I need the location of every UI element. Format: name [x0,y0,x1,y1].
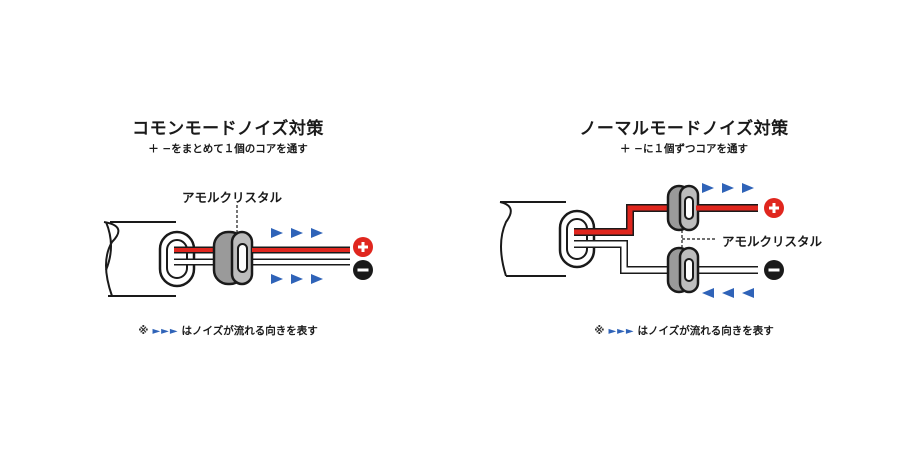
noise-arrows-bottom [702,288,754,298]
note-arrow-icon: ►►► [152,326,179,337]
note-text: はノイズが流れる向きを表す [181,325,318,337]
plus-terminal-icon [764,198,784,218]
amor-crystal-core [212,230,254,286]
common-mode-title: コモンモードノイズ対策 [132,119,324,139]
noise-arrows-bottom [271,274,323,284]
note-text: はノイズが流れる向きを表す [637,325,774,337]
cable-end-opening [558,209,596,269]
callout-leader-line [681,230,716,248]
note-mark: ※ [594,325,605,337]
note-arrow-icon: ►►► [608,326,635,337]
amor-crystal-callout: アモルクリスタル [182,190,283,205]
plus-wire [574,204,758,236]
noise-direction-note: ※►►►はノイズが流れる向きを表す [0,323,456,338]
minus-terminal-icon [353,260,373,280]
amor-crystal-callout: アモルクリスタル [722,234,823,249]
common-mode-panel: コモンモードノイズ対策 ＋ −をまとめて１個のコアを通す [0,119,456,338]
normal-mode-title: ノーマルモードノイズ対策 [579,119,789,139]
common-mode-subtitle: ＋ −をまとめて１個のコアを通す [148,143,308,155]
note-mark: ※ [138,325,149,337]
amor-crystal-core-bottom [666,246,700,294]
amor-crystal-core-top [666,184,700,232]
noise-arrows-top [271,228,323,238]
plus-terminal-icon [353,237,373,257]
cable-sheath [103,221,176,297]
noise-arrows-top [702,183,754,193]
minus-terminal-icon [764,260,784,280]
common-mode-diagram [103,205,373,297]
normal-mode-panel: ノーマルモードノイズ対策 ＋ −に１個ずつコアを通す [456,0,912,469]
cable-sheath [499,201,566,277]
normal-mode-diagram [499,183,784,298]
normal-mode-subtitle: ＋ −に１個ずつコアを通す [620,143,748,155]
noise-direction-note: ※►►►はノイズが流れる向きを表す [456,323,912,338]
